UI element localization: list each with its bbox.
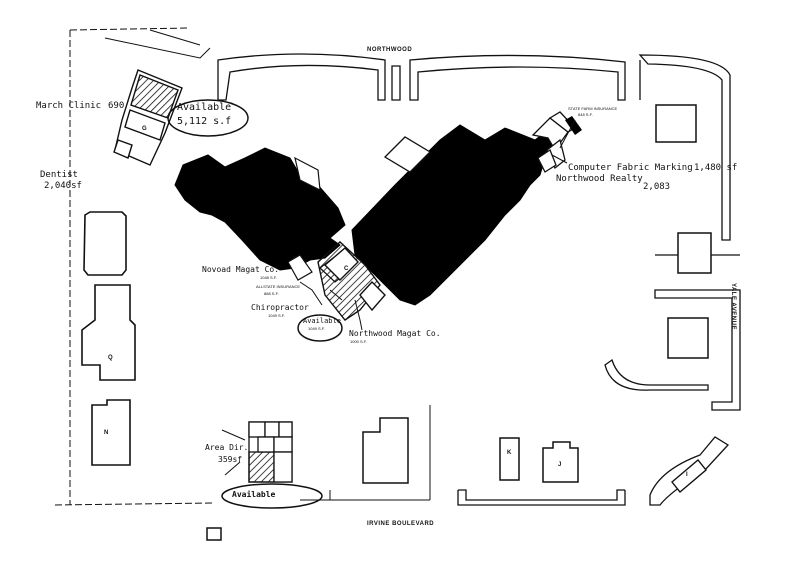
southeast-islands [457,436,730,506]
building-c-letter: C [344,266,349,272]
street-yale-avenue: YALE AVENUE [730,283,736,330]
novoad-magat-label: Novoad Magat Co. [202,265,280,274]
northwood-magat-area: 1000 S.F. [350,339,367,344]
available-center-area: 1049 S.F. [308,326,325,331]
computer-fabric-area: 1,480 sf [694,163,738,173]
novoad-magat-area: 1048 S.F. [260,275,277,280]
building-q-letter: Q [108,355,113,361]
west-buildings [81,211,136,466]
available-bottom-label: Available [232,490,276,499]
state-farm-area: 848 S.F. [578,112,593,117]
march-clinic-area: 690 [108,101,125,111]
allstate-label: ALLSTATE INSURANCE [256,284,301,289]
dentist-label: Dentist [40,170,78,180]
north-parking-islands [217,53,731,241]
south-unit-cluster [248,421,293,483]
callout-ovals [167,99,343,509]
building-i-outline [671,459,707,493]
dentist-area: 2,040sf [44,181,82,191]
building-j-letter: J [558,462,562,468]
northwest-building [113,69,183,166]
state-farm-label: STATE FARM INSURANCE [568,106,618,111]
northwood-realty-label: Northwood Realty [556,174,643,184]
building-k-letter: K [507,450,512,456]
east-buildings [655,104,712,359]
available-top-label: Available [177,102,232,113]
northwest-curb [104,37,211,59]
area-dir-area: 359sf [218,455,243,464]
march-clinic-label: March Clinic [36,101,102,111]
right-wing-notches [383,111,577,173]
building-g-letter: G [142,126,147,132]
area-dir-label: Area Dir. [205,443,249,452]
allstate-area: 888 S.F. [264,291,279,296]
building-i-letter: I [686,472,688,478]
anchor-building-right [351,124,556,306]
south-buildings [206,417,579,541]
computer-fabric-label: Computer Fabric Marking [568,163,693,173]
northwood-magat-label: Northwood Magat Co. [349,329,441,338]
building-n-letter: N [104,430,109,436]
northwood-realty-area: 2,083 [643,182,671,192]
chiropractor-label: Chiropractor [251,303,309,312]
center-available-unit [317,241,386,321]
available-top-area: 5,112 s.f [177,116,232,127]
anchor-building-left [174,147,346,271]
available-center-label: Available [303,317,341,325]
street-irvine-boulevard: IRVINE BOULEVARD [367,521,435,527]
chiropractor-area: 1049 S.F. [268,313,285,318]
street-northwood: NORTHWOOD [367,47,413,53]
property-boundary [54,27,216,506]
